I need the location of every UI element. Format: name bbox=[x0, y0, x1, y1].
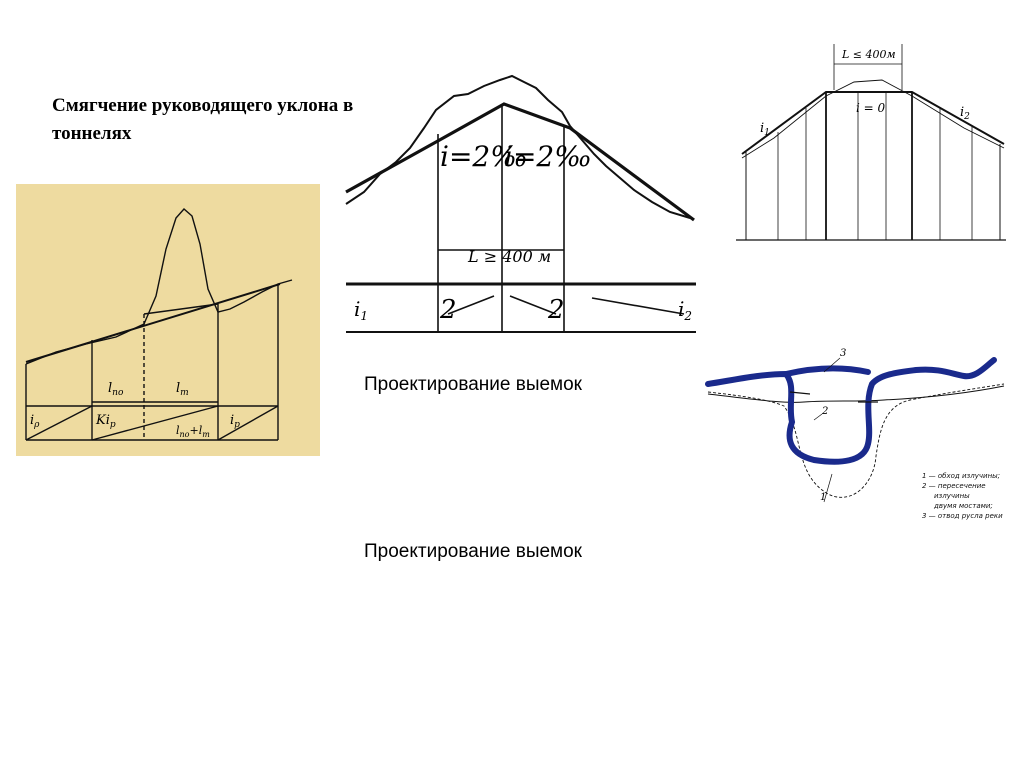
section-value-left: 2 bbox=[439, 295, 457, 325]
label-ip-right: ip bbox=[230, 413, 240, 430]
river-channel-branch bbox=[783, 365, 871, 377]
railway-line bbox=[707, 385, 1005, 403]
tunnel-svg: i=2‰ i=2‰ L ≥ 400 м i1 2 2 i2 bbox=[345, 74, 696, 333]
paper-background bbox=[16, 184, 320, 456]
profile-svg: iρ lпо lm ip Kip lпо+lm bbox=[16, 184, 320, 456]
river-num-1: 1 bbox=[820, 492, 826, 503]
legend-line-1: 1 — обход излучины; bbox=[922, 472, 1000, 480]
label-lm: lm bbox=[176, 381, 189, 398]
bridge-left bbox=[789, 391, 811, 395]
legend-line-4: двумя мостами; bbox=[933, 502, 993, 510]
sketch-right-slope-label: i2 bbox=[960, 105, 970, 122]
river-svg: 1 2 3 1 — обход излучины; 2 — пересечени… bbox=[705, 348, 1005, 520]
sketch-ground-line bbox=[741, 79, 1005, 159]
river-num-2: 2 bbox=[821, 406, 828, 417]
river-channel bbox=[705, 357, 997, 465]
river-legend: 1 — обход излучины; 2 — пересечение излу… bbox=[922, 472, 1003, 520]
legend-line-5: 3 — отвод русла реки bbox=[922, 512, 1003, 520]
legend-line-2: 2 — пересечение bbox=[922, 482, 986, 490]
slope-diagonal-2 bbox=[91, 405, 219, 441]
caption-cuttings-2: Проектирование выемок bbox=[364, 541, 582, 562]
sketch-zero-grade-label: i = 0 bbox=[856, 101, 886, 115]
profile-figure: iρ lпо lm ip Kip lпо+lm bbox=[16, 184, 320, 456]
slope-diagonal-1 bbox=[25, 405, 93, 441]
grade-break-line bbox=[143, 303, 219, 315]
sketch-figure: L ≤ 400м i = 0 i1 i2 bbox=[734, 40, 1010, 246]
slope-diagonal-3 bbox=[217, 405, 279, 441]
sketch-grade-line bbox=[741, 91, 1005, 155]
sketch-svg: L ≤ 400м i = 0 i1 i2 bbox=[736, 44, 1006, 241]
length-label: L ≥ 400 м bbox=[467, 247, 551, 266]
leader-3 bbox=[823, 357, 841, 373]
slope-mark-1 bbox=[447, 295, 495, 315]
tunnel-grade-figure: i=2‰ i=2‰ L ≥ 400 м i1 2 2 i2 bbox=[344, 70, 700, 340]
grade-left-label: i=2‰ bbox=[440, 140, 528, 173]
label-kip: Kip bbox=[95, 413, 116, 430]
legend-line-3: излучины bbox=[934, 492, 970, 500]
section-value-right: 2 bbox=[547, 295, 565, 325]
river-num-3: 3 bbox=[840, 348, 846, 359]
label-ip: iρ bbox=[30, 413, 40, 430]
slide-title: Смягчение руководящего уклона в тоннелях bbox=[52, 95, 354, 144]
grade-profile bbox=[345, 102, 695, 222]
leader-2 bbox=[813, 413, 823, 421]
grade-line bbox=[25, 283, 281, 363]
leader-1 bbox=[823, 473, 833, 503]
grade-right-label: i=2‰ bbox=[504, 140, 592, 173]
slope-mark-3 bbox=[591, 297, 685, 315]
caption-cuttings-1: Проектирование выемок bbox=[364, 374, 582, 395]
right-slope-label: i2 bbox=[678, 297, 692, 323]
sketch-left-slope-label: i1 bbox=[760, 121, 770, 138]
label-lpo-plus-lm: lпо+lm bbox=[176, 424, 210, 439]
sketch-length-label: L ≤ 400м bbox=[841, 48, 896, 61]
left-slope-label: i1 bbox=[354, 297, 368, 323]
slope-mark-2 bbox=[509, 295, 557, 315]
label-lpo: lпо bbox=[108, 381, 124, 398]
river-figure: 1 2 3 1 — обход излучины; 2 — пересечени… bbox=[704, 344, 1014, 534]
ground-line bbox=[25, 208, 293, 365]
mountain-surface bbox=[345, 74, 691, 219]
